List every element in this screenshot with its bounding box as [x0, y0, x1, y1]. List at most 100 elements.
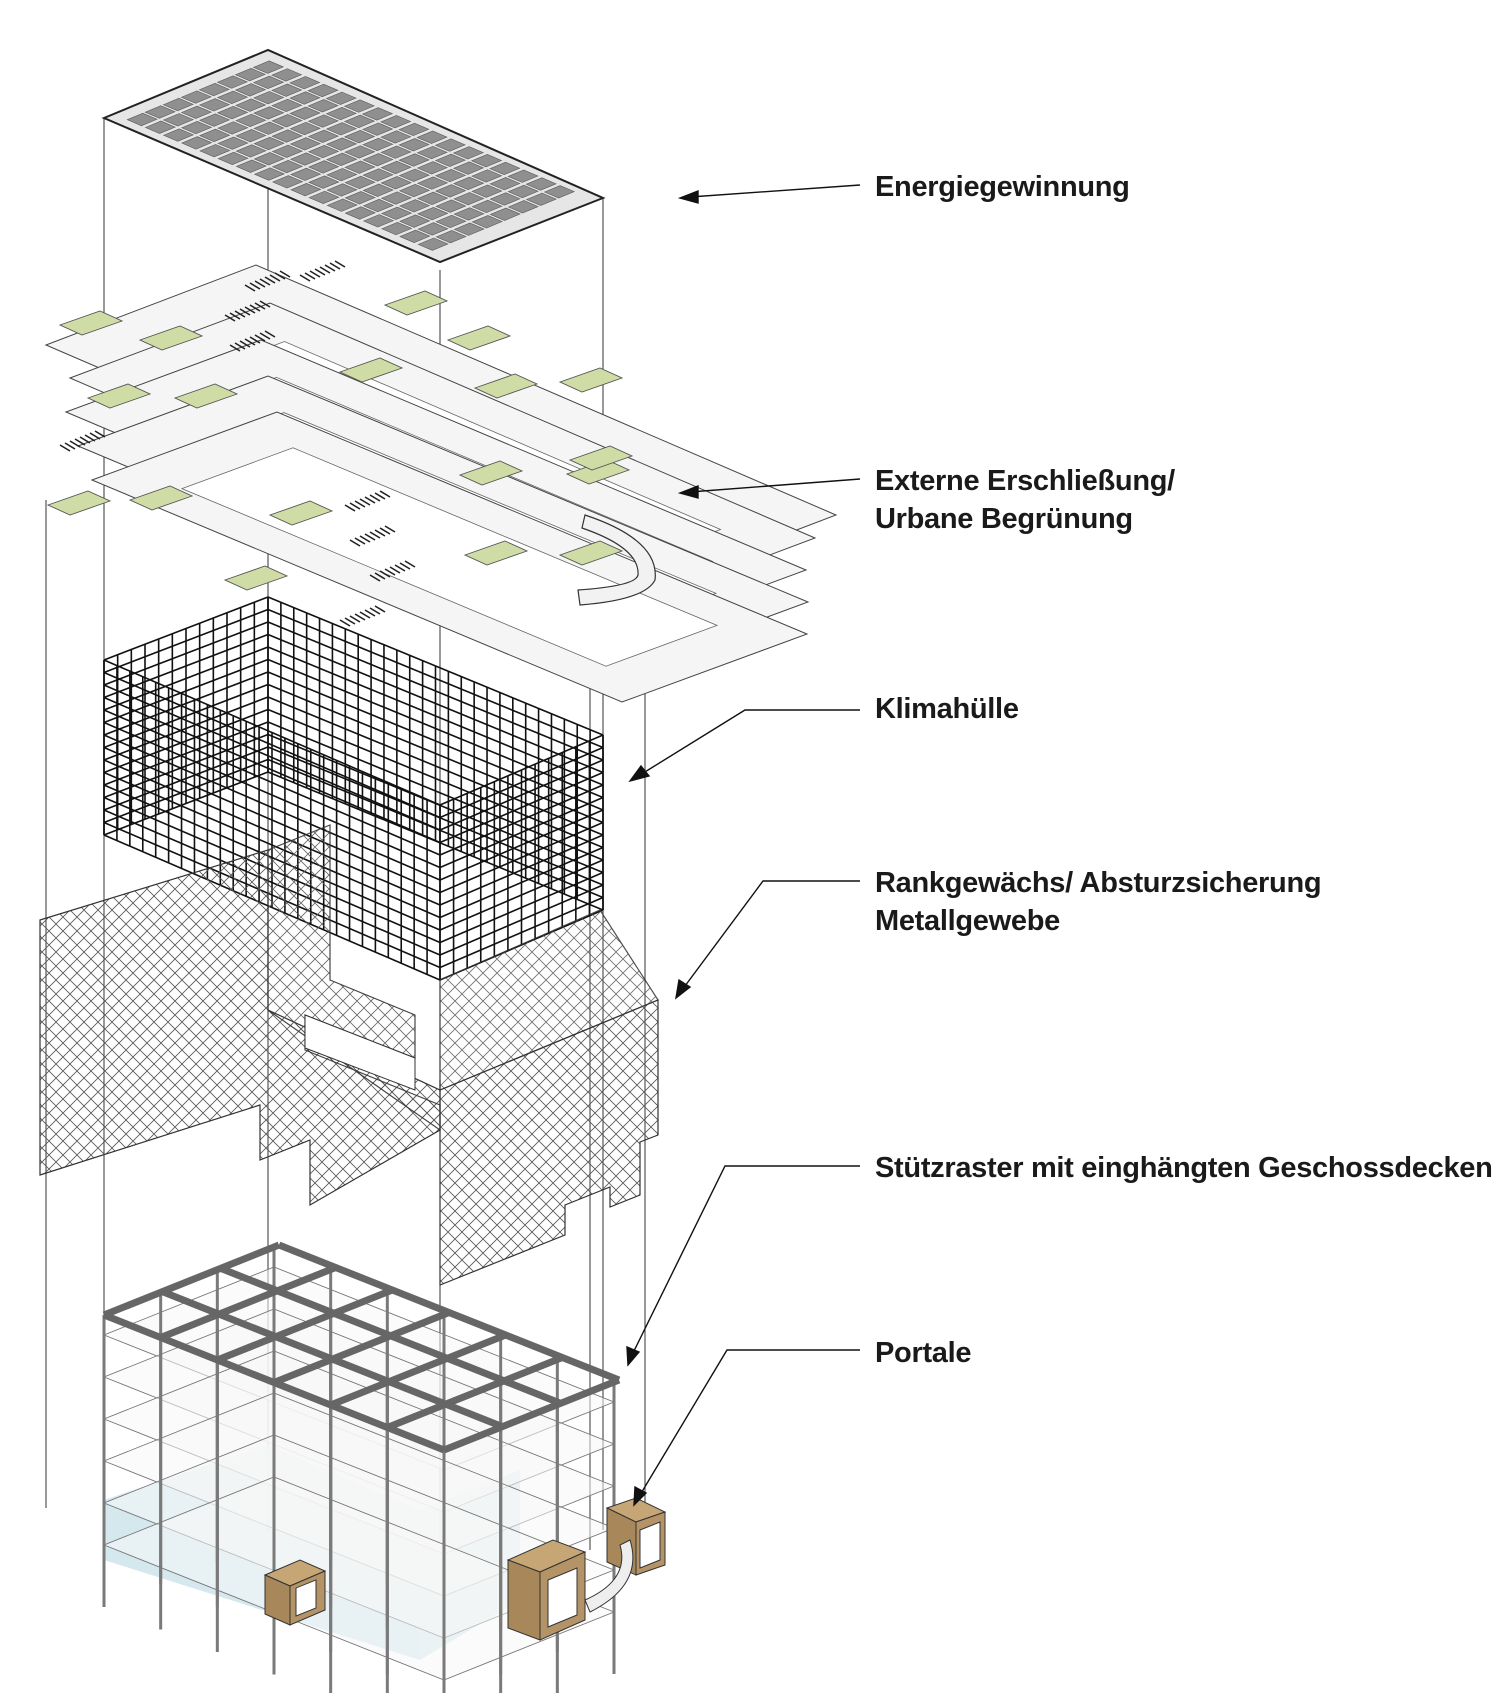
- solar-panel: [507, 169, 539, 183]
- solar-panel: [326, 198, 358, 212]
- roof-beam: [159, 1264, 337, 1341]
- solar-panel: [417, 207, 449, 221]
- stair-step: [364, 609, 376, 617]
- solar-panel: [253, 106, 285, 120]
- planter: [458, 460, 524, 486]
- solar-panel: [271, 98, 303, 113]
- grid-horizontal: [103, 758, 269, 824]
- roof-beam: [219, 1265, 562, 1407]
- stair-step: [369, 607, 381, 615]
- stair-step: [234, 310, 246, 318]
- label-energiegewinnung-text: Energiegewinnung: [875, 171, 1130, 203]
- roof-beam: [442, 1376, 621, 1454]
- solar-panel: [271, 83, 303, 97]
- stair-step: [349, 539, 361, 547]
- solar-panel: [416, 130, 448, 144]
- grid-horizontal: [267, 621, 604, 761]
- grid-horizontal: [103, 671, 269, 736]
- stair-step: [279, 270, 291, 278]
- arrow-portale: [633, 1349, 860, 1507]
- portals-layer: [263, 1497, 667, 1641]
- solar-panel: [325, 137, 358, 151]
- label-externe-erschliessung-line2: Urbane Begrünung: [875, 503, 1133, 535]
- label-energiegewinnung: Energiegewinnung: [875, 168, 1130, 206]
- solar-panel: [289, 152, 322, 166]
- stair-step: [269, 274, 281, 282]
- stair-run: [229, 330, 276, 352]
- grid-horizontal: [267, 683, 604, 824]
- label-rankgewaechs-line2: Metallgewebe: [875, 905, 1060, 937]
- planter: [558, 540, 624, 566]
- solar-panel: [307, 145, 340, 159]
- structural-grid-layer: [102, 1241, 621, 1698]
- stair-step: [404, 560, 416, 568]
- solar-panel: [380, 130, 412, 144]
- solar-panel: [198, 82, 230, 97]
- label-klimahuelle-text: Klimahülle: [875, 693, 1019, 725]
- grid-horizontal: [103, 721, 269, 786]
- planter: [473, 373, 539, 399]
- stair-step: [389, 566, 401, 574]
- solar-panel: [398, 183, 431, 198]
- solar-panel: [235, 98, 267, 112]
- grid-horizontal: [439, 846, 604, 919]
- solar-panel: [398, 138, 430, 152]
- solar-panel: [362, 198, 395, 213]
- grid-right-face: [439, 734, 604, 981]
- stair-step: [344, 504, 356, 512]
- grid-horizontal: [267, 658, 604, 799]
- grid-horizontal: [103, 621, 269, 686]
- leader-arrows: [626, 184, 861, 1507]
- stair-step: [254, 302, 266, 310]
- solar-panel: [471, 184, 503, 198]
- stair-step: [264, 330, 276, 338]
- mesh-top-right: [439, 909, 659, 1091]
- grid-horizontal: [103, 659, 441, 806]
- solar-roof-layer: [101, 48, 606, 264]
- stair-run: [224, 300, 271, 322]
- grid-horizontal: [439, 834, 604, 906]
- stair-step: [354, 537, 366, 545]
- solar-panel: [270, 68, 303, 82]
- grid-horizontal: [103, 684, 441, 831]
- label-rankgewaechs: Rankgewächs/ Absturzsicherung Metallgewe…: [875, 864, 1322, 940]
- solar-panel: [380, 145, 412, 159]
- stair-step: [364, 496, 376, 504]
- stair-step: [349, 502, 361, 510]
- stair-step: [359, 535, 371, 543]
- stair-step: [339, 619, 351, 627]
- solar-panel: [344, 206, 376, 220]
- grid-horizontal: [103, 746, 269, 811]
- solar-panel: [235, 129, 267, 143]
- stair-step: [79, 436, 91, 444]
- solar-panel: [181, 136, 213, 150]
- grid-horizontal: [103, 708, 269, 774]
- solar-panel: [471, 199, 503, 214]
- solar-panel: [326, 152, 358, 166]
- solar-panel: [343, 130, 376, 144]
- solar-panel: [362, 122, 394, 136]
- stair-step: [64, 442, 76, 450]
- solar-panel: [325, 106, 357, 121]
- grid-horizontal: [103, 646, 269, 711]
- grid-horizontal: [267, 608, 604, 749]
- solar-panel: [380, 176, 412, 190]
- solar-panel: [343, 99, 375, 113]
- solar-panel: [398, 199, 431, 213]
- solar-panel: [325, 122, 358, 136]
- roof-beam: [272, 1309, 451, 1386]
- solar-panel: [489, 177, 521, 191]
- solar-panel: [289, 137, 322, 151]
- solar-panel: [416, 176, 449, 190]
- grid-horizontal: [103, 771, 441, 919]
- stair-step: [334, 260, 346, 268]
- solar-panel: [252, 75, 285, 89]
- grid-left-back-face: [103, 596, 269, 836]
- solar-panel: [253, 136, 285, 151]
- arrow-klima: [628, 709, 860, 783]
- grid-horizontal: [439, 746, 604, 819]
- solar-panel: [325, 91, 357, 105]
- grid-horizontal: [103, 658, 269, 724]
- access-and-greening-layer: [44, 260, 838, 703]
- planter: [446, 325, 512, 351]
